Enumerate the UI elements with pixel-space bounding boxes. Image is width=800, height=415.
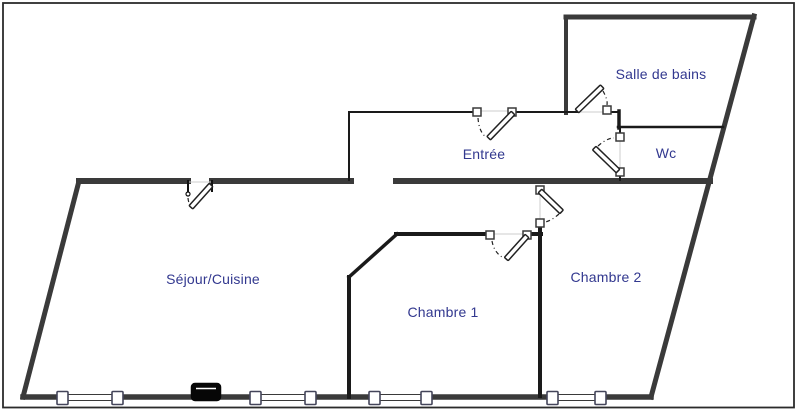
wall-left-slant bbox=[19, 177, 83, 401]
window-icon bbox=[368, 390, 433, 406]
windows bbox=[56, 390, 607, 406]
room-label-chambre-1: Chambre 1 bbox=[407, 304, 479, 320]
door-chambre1-icon bbox=[485, 230, 532, 262]
door-entree-icon bbox=[472, 107, 517, 141]
chimney-icon bbox=[190, 382, 222, 402]
room-label-entree: Entrée bbox=[462, 146, 506, 162]
room-label-sejour-cuisine: Séjour/Cuisine bbox=[166, 271, 260, 287]
room-label-chambre-2: Chambre 2 bbox=[570, 269, 642, 285]
window-icon bbox=[56, 390, 124, 406]
frame-border bbox=[2, 2, 795, 409]
window-icon bbox=[546, 390, 607, 406]
door-sejour-icon bbox=[185, 180, 214, 210]
interior-walls bbox=[346, 109, 725, 399]
room-label-wc: Wc bbox=[655, 145, 677, 161]
wall-right-slant bbox=[647, 12, 758, 401]
door-chambre2-icon bbox=[535, 185, 564, 228]
window-icon bbox=[249, 390, 317, 406]
room-label-salle-de-bains: Salle de bains bbox=[615, 66, 707, 82]
door-wc-icon bbox=[592, 132, 625, 177]
door-opening-guides bbox=[189, 110, 621, 235]
wall-chambre1-corner bbox=[346, 231, 400, 280]
door-salle-de-bains-icon bbox=[574, 84, 612, 115]
outer-walls bbox=[19, 12, 758, 401]
